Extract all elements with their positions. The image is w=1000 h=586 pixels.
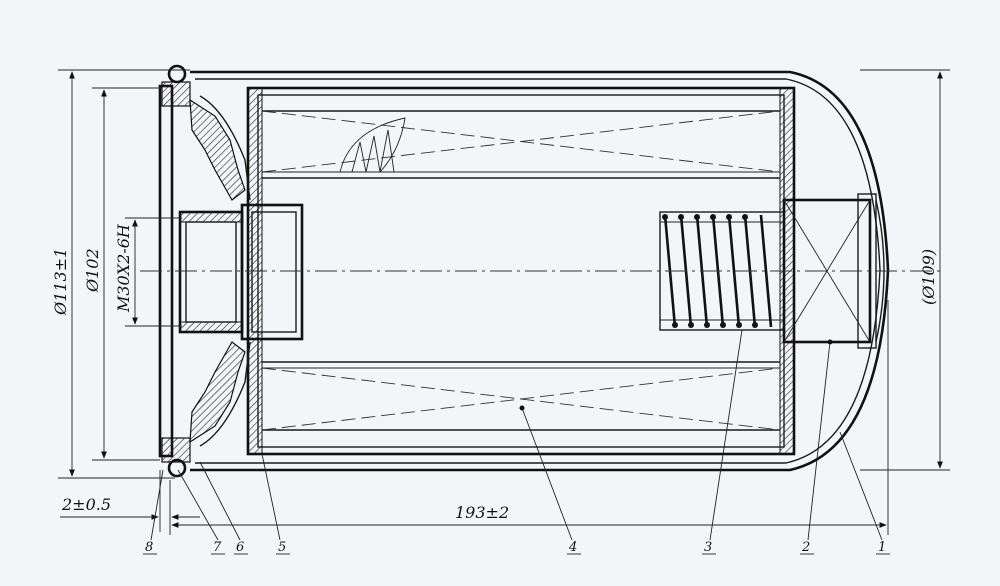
part-label: 5 xyxy=(278,540,286,555)
part-label: 7 xyxy=(213,540,222,555)
dim-gasket-offset: 2±0.5 xyxy=(61,495,111,514)
part-labels: 8 7 6 5 4 3 2 1 xyxy=(143,540,890,555)
dim-outer-diameter: Ø113±1 xyxy=(51,248,70,316)
dim-length: 193±2 xyxy=(455,503,509,522)
part-label: 4 xyxy=(568,540,577,555)
leader-lines xyxy=(150,329,883,541)
pleat-detail xyxy=(339,117,406,173)
part-label: 3 xyxy=(704,540,712,555)
part-label: 6 xyxy=(236,540,244,555)
dim-reference-diameter: (Ø109) xyxy=(919,249,938,305)
part-label: 2 xyxy=(801,540,810,555)
threaded-neck xyxy=(178,203,304,341)
end-cap-plate xyxy=(158,64,251,478)
dimension-lines xyxy=(58,69,950,535)
dim-thread: M30X2-6H xyxy=(114,223,133,313)
dim-seal-diameter: Ø102 xyxy=(83,248,102,293)
filter-element xyxy=(246,86,796,456)
part-label: 1 xyxy=(878,540,886,555)
housing-shell xyxy=(190,70,890,472)
part-label: 8 xyxy=(145,540,153,555)
